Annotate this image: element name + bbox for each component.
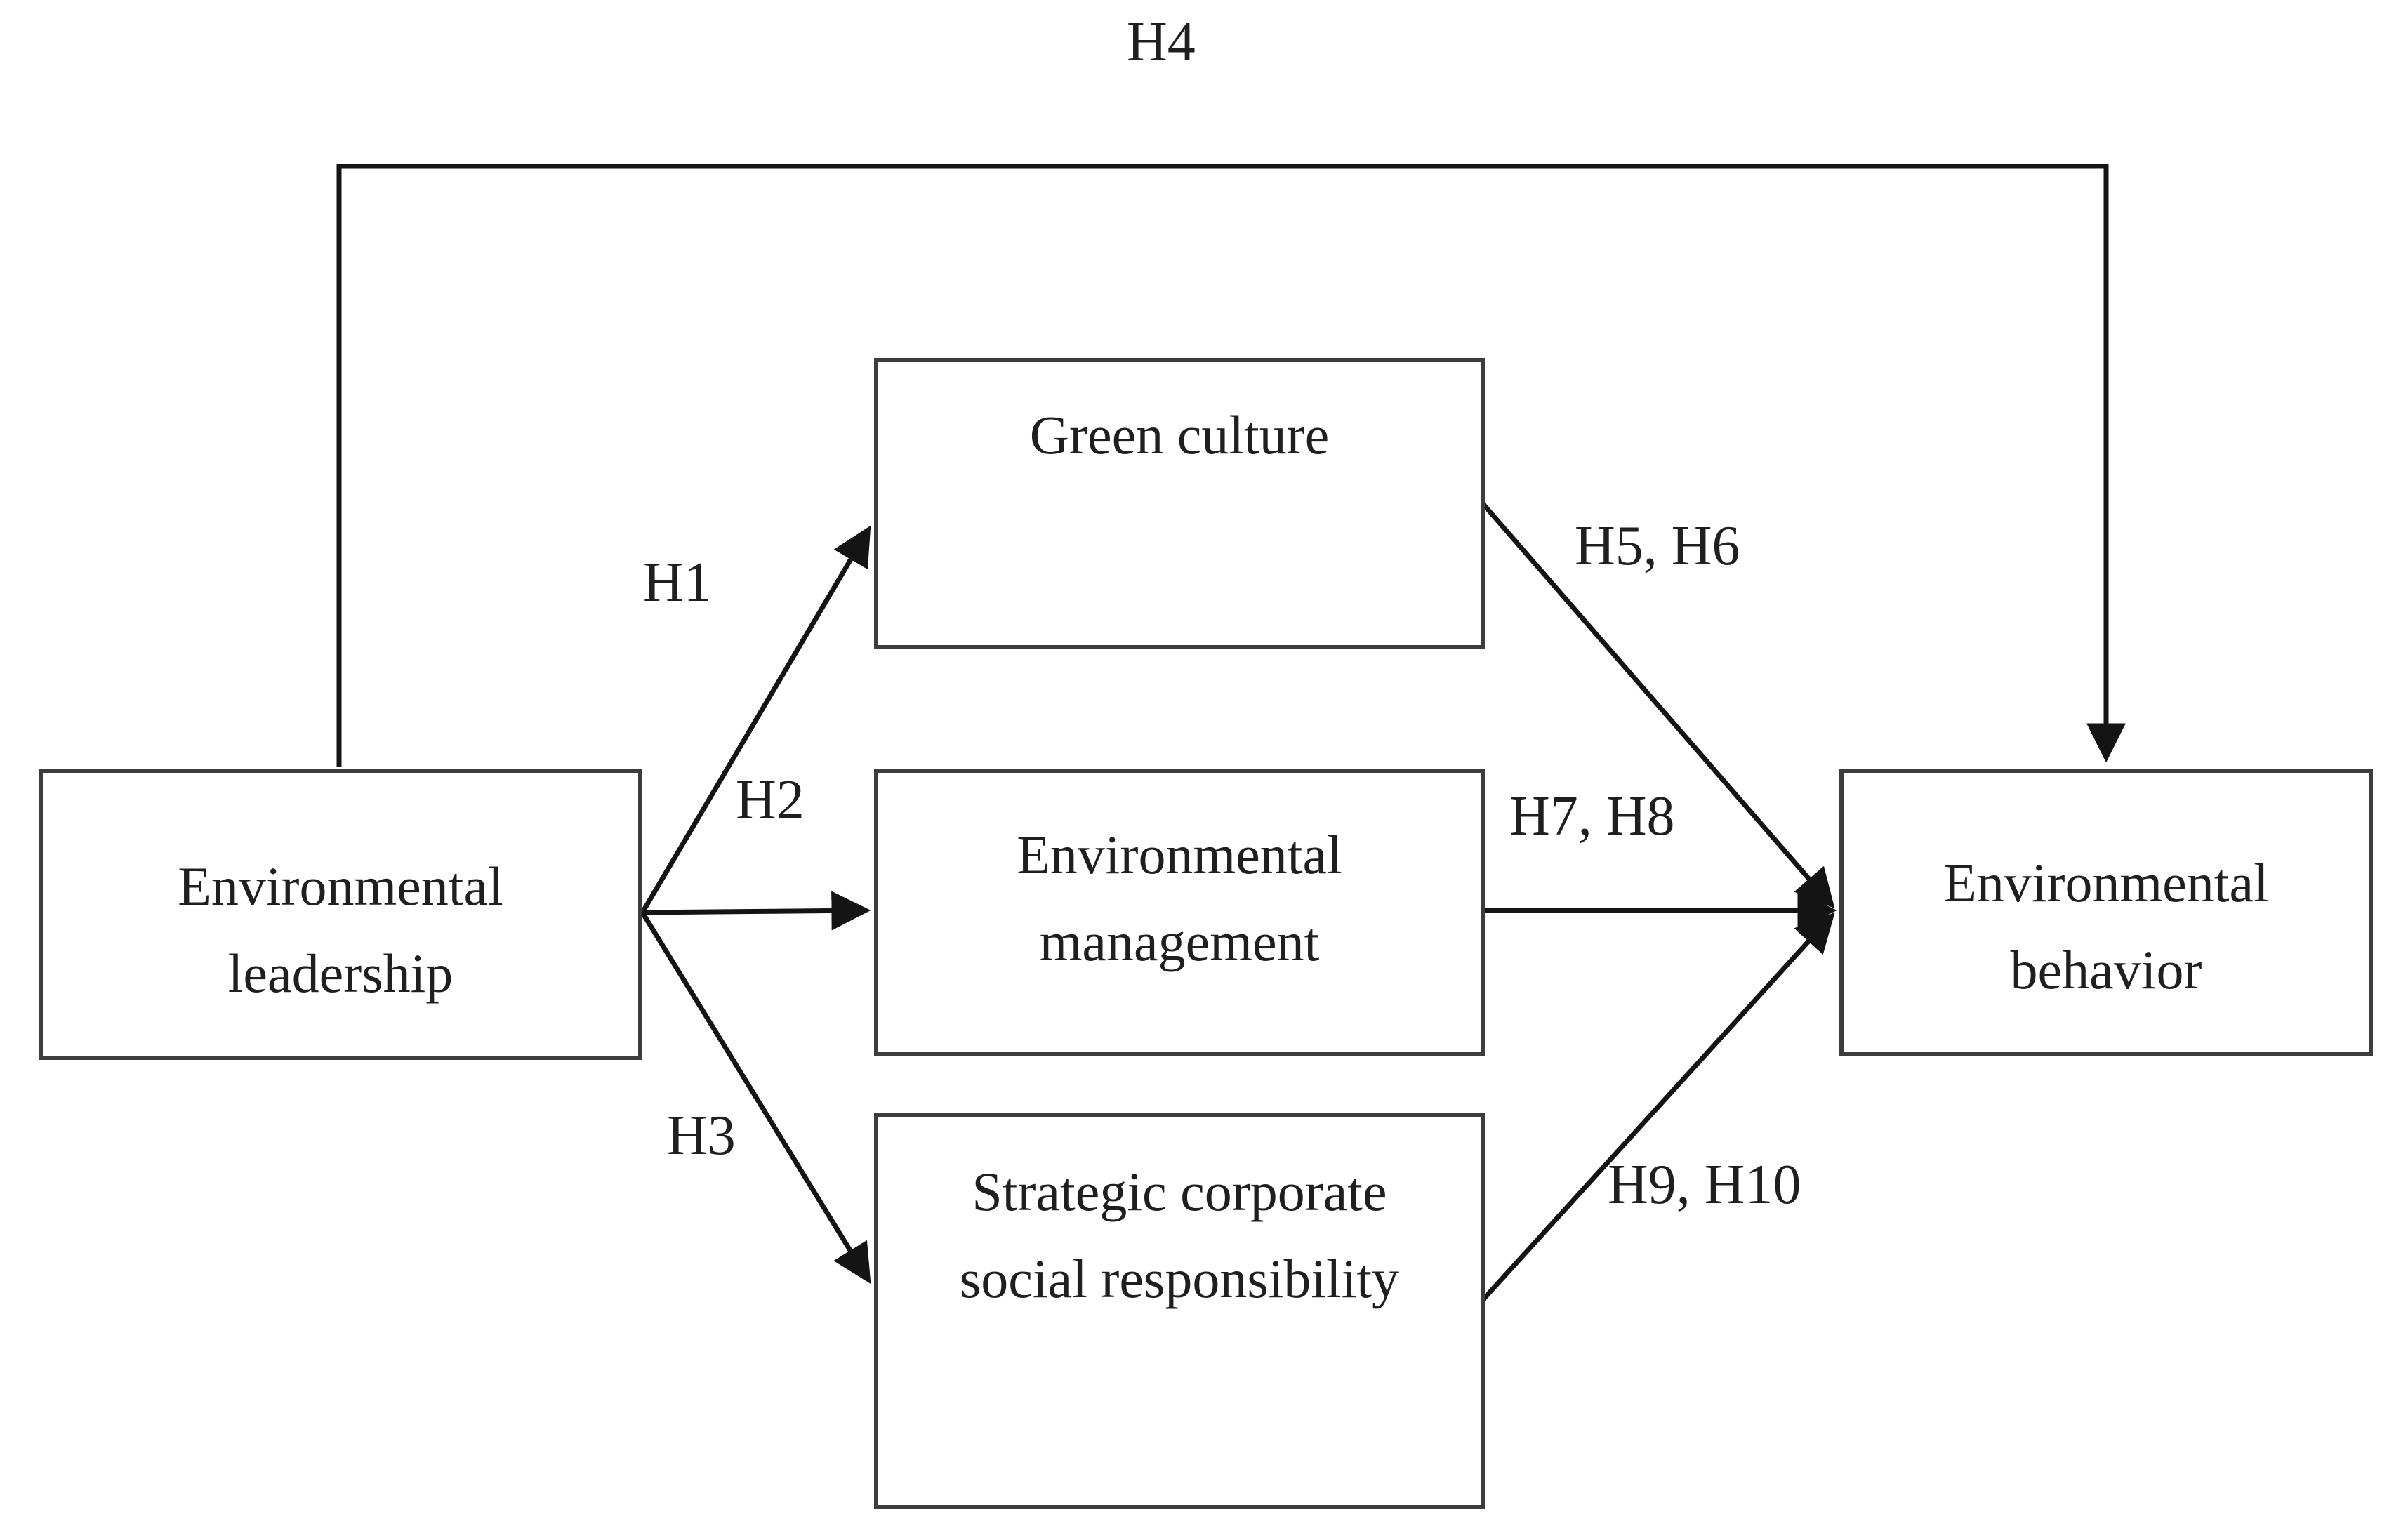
node-label-line: Green culture: [1029, 404, 1330, 465]
node-label-line: Strategic corporate: [972, 1161, 1387, 1222]
edge-label-h9-h10: H9, H10: [1608, 1154, 1801, 1216]
node-green-culture: Green culture: [874, 358, 1485, 649]
node-label-line: management: [1039, 911, 1320, 972]
node-label-line: leadership: [227, 943, 454, 1004]
edge-label-h1: H1: [643, 552, 712, 613]
node-label-line: social responsibility: [959, 1248, 1400, 1309]
edge-label-h7-h8: H7, H8: [1509, 785, 1675, 847]
edge-label-h5-h6: H5, H6: [1575, 515, 1740, 577]
edge-label-h2: H2: [736, 769, 805, 831]
edge-h3-arrow: [640, 911, 871, 1285]
node-label-line: Environmental: [1017, 824, 1342, 885]
node-label-line: Environmental: [178, 856, 503, 917]
edge-h2-arrow: [642, 891, 871, 931]
edge-label-h3: H3: [667, 1105, 736, 1167]
edge-h5-h6-arrow: [1479, 500, 1835, 909]
edge-h1-arrow: [640, 525, 871, 914]
node-label-line: behavior: [2010, 939, 2202, 1000]
edge-h9-h10-arrow: [1481, 912, 1835, 1302]
node-environmental-management: Environmental management: [874, 769, 1485, 1056]
node-strategic-corporate-social-responsibility: Strategic corporate social responsibilit…: [874, 1113, 1485, 1509]
node-label-line: Environmental: [1943, 852, 2269, 913]
edge-label-h4: H4: [1127, 11, 1196, 73]
node-environmental-behavior: Environmental behavior: [1839, 769, 2373, 1056]
edge-h4-arrow: [336, 164, 2126, 767]
node-environmental-leadership: Environmental leadership: [39, 769, 642, 1060]
